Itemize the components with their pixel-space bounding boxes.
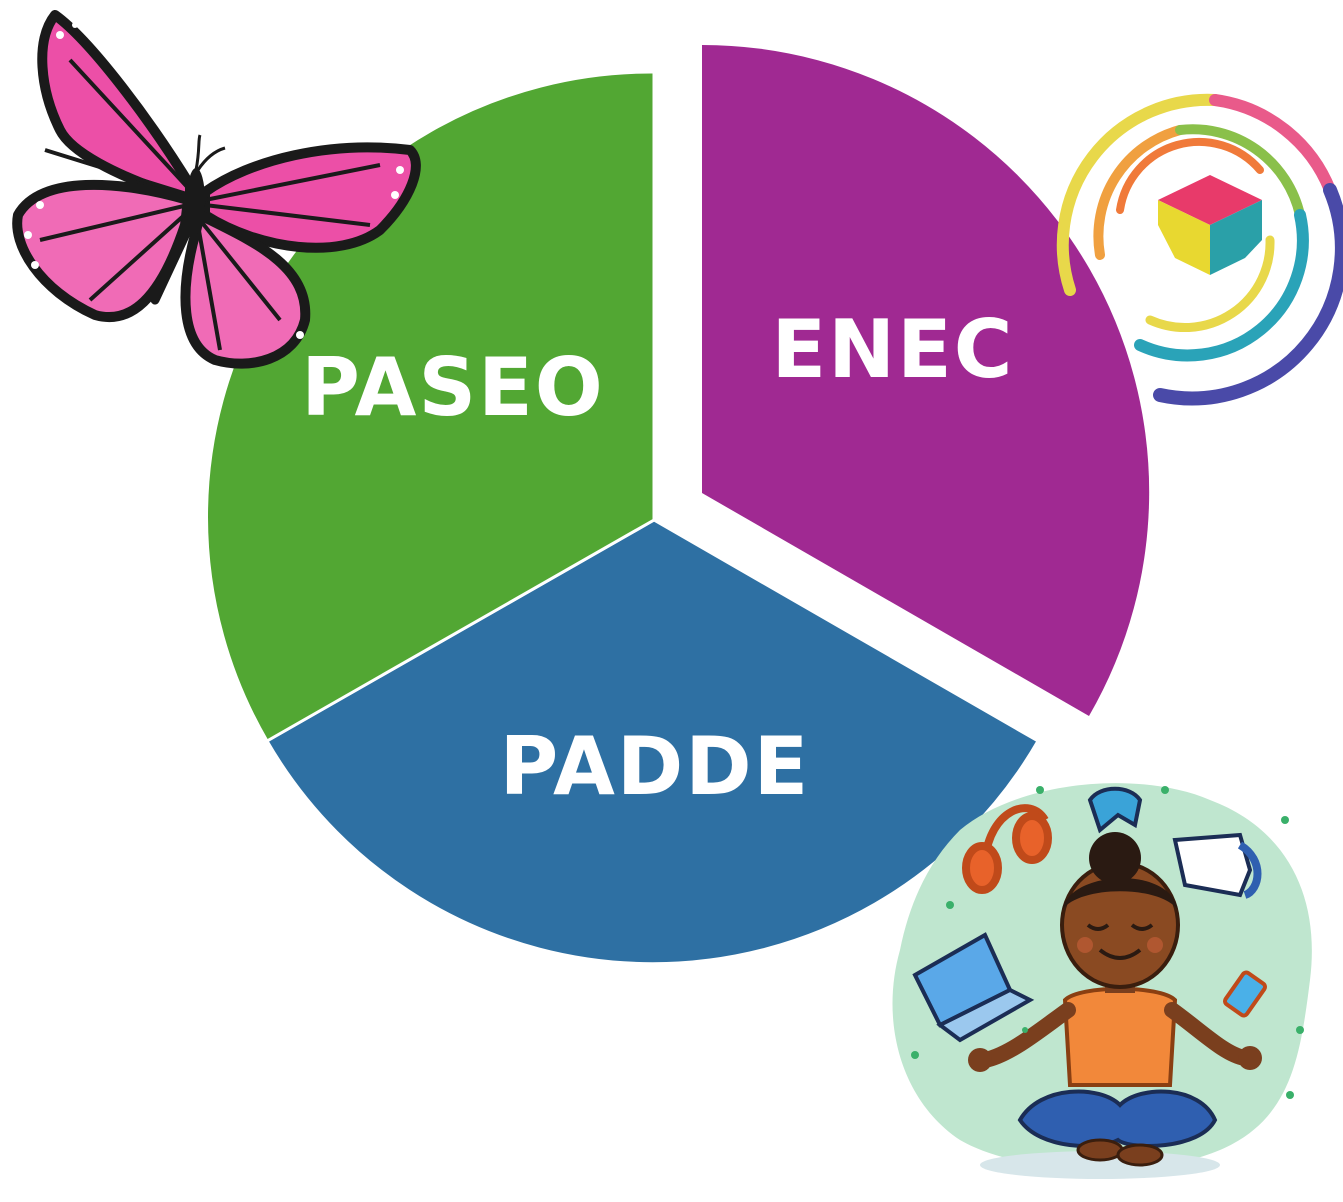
label-paseo: PASEO (301, 341, 604, 434)
meditating-child-with-devices-illustration (892, 783, 1312, 1179)
smartphone-icon (1223, 970, 1267, 1018)
headphones-icon (962, 804, 1052, 894)
butterfly-illustration (12, 10, 421, 369)
rainbow-swirl-cube-logo (1056, 93, 1343, 406)
segment-enec (702, 44, 1150, 717)
vr-headset-icon (1172, 832, 1262, 899)
game-controller-icon (1087, 786, 1143, 834)
label-enec: ENEC (772, 303, 1015, 396)
laptop-icon (912, 932, 1035, 1043)
label-padde: PADDE (500, 720, 811, 813)
